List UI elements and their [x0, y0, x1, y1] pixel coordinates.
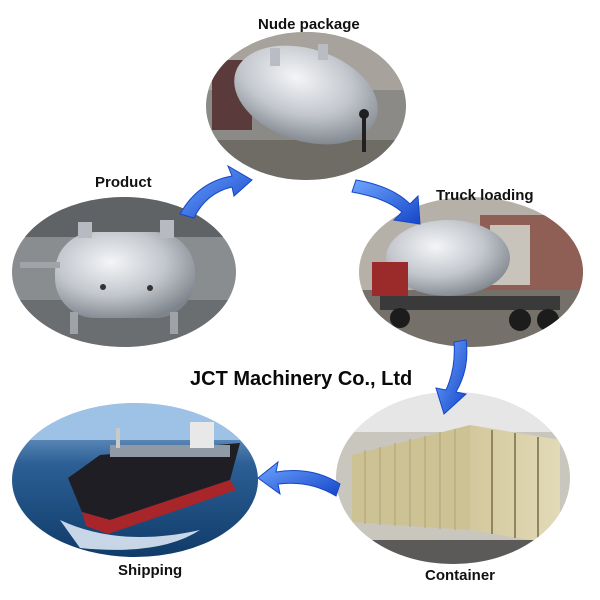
truck-loading-photo: [359, 197, 583, 347]
arrow-truck-to-container: [435, 339, 468, 415]
arrow-container-to-shipping: [257, 460, 341, 497]
nude-package-photo: [206, 32, 406, 180]
label-shipping: Shipping: [118, 562, 183, 579]
container-photo: [336, 392, 570, 564]
label-product: Product: [95, 174, 152, 191]
arrow-product-to-nude: [179, 164, 253, 219]
arrow-nude-to-truck: [351, 179, 421, 225]
product-photo: [12, 197, 236, 347]
shipping-photo: [12, 403, 258, 557]
label-nude-package: Nude package: [258, 16, 360, 33]
label-container: Container: [425, 567, 496, 584]
company-name: JCT Machinery Co., Ltd: [190, 368, 413, 390]
label-truck-loading: Truck loading: [436, 187, 534, 204]
